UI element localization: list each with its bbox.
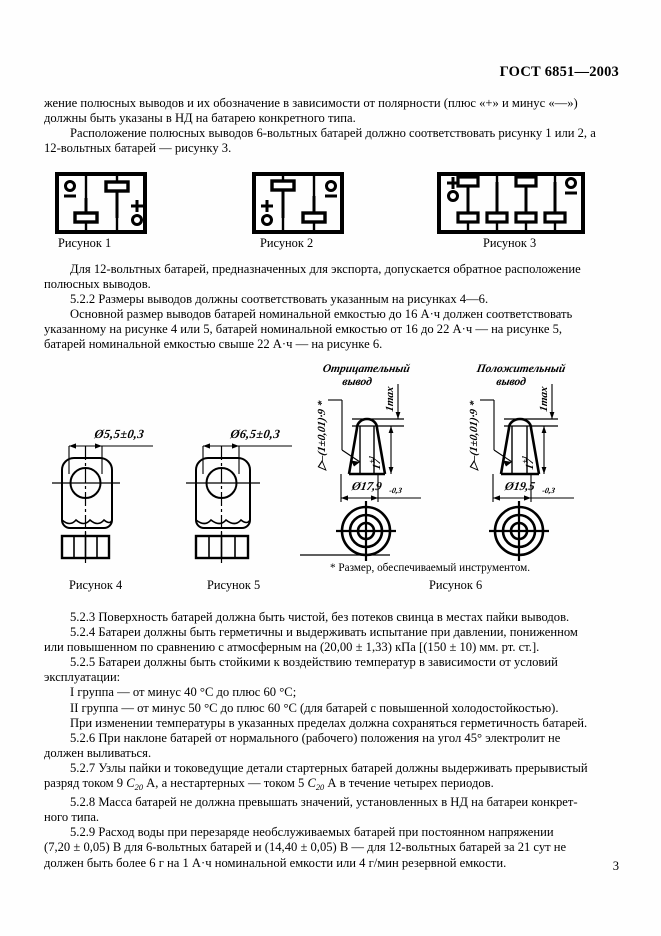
paragraph-line: (7,20 ± 0,05) В для 6-вольтных батарей и…	[44, 840, 567, 855]
paragraph-line: 12-вольтных батарей — рисунку 3.	[44, 141, 232, 156]
paragraph-line: или повышенном по сравнению с атмосферны…	[44, 640, 540, 655]
figure-6-caption: Рисунок 6	[429, 578, 483, 592]
paragraph-line: 5.2.4 Батареи должны быть герметичны и в…	[70, 625, 578, 640]
figure-captions-row-1: Рисунок 1 Рисунок 2 Рисунок 3	[44, 236, 618, 252]
svg-text:▷–(1±0,01)·9 *: ▷–(1±0,01)·9 *	[468, 399, 480, 471]
figure-4-terminal-drawing: Ø5,5±0,3	[52, 424, 178, 564]
intro-paragraphs: жение полюсных выводов и их обозначение …	[44, 96, 618, 156]
paragraph-line: 5.2.7 Узлы пайки и токоведущие детали ст…	[70, 760, 588, 775]
figure-4-caption: Рисунок 4	[69, 578, 123, 592]
figure-6-footnote: * Размер, обеспечиваемый инструментом.	[330, 562, 531, 574]
paragraph-line: При изменении температуры в указанных пр…	[70, 715, 588, 730]
svg-text:▷–(1±0,01)·9 *: ▷–(1±0,01)·9 *	[316, 399, 328, 471]
paragraph-line: 5.2.6 При наклоне батарей от нормального…	[70, 730, 561, 745]
paragraph-line: должен быть более 6 г на 1 А·ч номинальн…	[44, 855, 507, 870]
paragraph-line: Основной размер выводов батарей номиналь…	[70, 307, 573, 322]
section-523-529-paragraphs: 5.2.3 Поверхность батарей должна быть чи…	[44, 610, 618, 871]
svg-text:Ø19,5: Ø19,5	[503, 479, 536, 493]
temperature-group-1: I группа — от минус 40 °С до плюс 60 °С;	[70, 685, 297, 700]
paragraph-line: батарей номинальной емкостью свыше 22 А·…	[44, 337, 383, 352]
svg-text:+1: +1	[367, 455, 376, 465]
svg-text:1max: 1max	[384, 385, 396, 413]
svg-text:Ø5,5±0,3: Ø5,5±0,3	[93, 427, 145, 441]
svg-text:Ø17,9: Ø17,9	[350, 479, 383, 493]
svg-text:Положительный: Положительный	[475, 362, 567, 375]
clause-5-2-7-line2: разряд током 9 C20 А, а нестартерных — т…	[44, 776, 618, 795]
subscript-20: 20	[134, 783, 144, 793]
paragraph-line: 5.2.9 Расход воды при перезаряде необслу…	[70, 825, 554, 840]
page-header-standard-number: ГОСТ 6851—2003	[499, 64, 619, 80]
clause-5-2-2: 5.2.2 Размеры выводов должны соответство…	[70, 292, 489, 307]
text-fragment: А в течение четырех периодов.	[324, 776, 494, 791]
subscript-20: 20	[315, 783, 325, 793]
svg-text:17: 17	[371, 457, 383, 471]
paragraph-line: указанному на рисунке 4 или 5, батарей н…	[44, 322, 563, 337]
svg-text:1max: 1max	[538, 385, 550, 413]
svg-text:-0,3: -0,3	[542, 486, 556, 495]
svg-text:Отрицательный: Отрицательный	[322, 362, 412, 375]
svg-text:17: 17	[524, 457, 536, 471]
paragraph-line: эксплуатации:	[44, 670, 121, 685]
paragraph-line: должны быть указаны в НД на батарею конк…	[44, 111, 356, 126]
clause-5-2-3: 5.2.3 Поверхность батарей должна быть чи…	[70, 610, 570, 624]
paragraph-line: полюсных выводов.	[44, 277, 151, 292]
paragraph-line: жение полюсных выводов и их обозначение …	[44, 96, 578, 110]
paragraph-line: Расположение полюсных выводов 6-вольтных…	[70, 126, 596, 141]
svg-text:-0,3: -0,3	[389, 486, 403, 495]
paragraph-line: должен выливаться.	[44, 745, 152, 760]
figure-1-battery-layout	[55, 172, 147, 234]
svg-text:вывод: вывод	[495, 375, 527, 388]
figure-5-caption: Рисунок 5	[207, 578, 261, 592]
figure-2-battery-layout	[252, 172, 344, 234]
page-number: 3	[612, 859, 619, 873]
figure-6-negative-group: Отрицательный вывод ▷–(1±0,01)·9 *	[316, 362, 421, 561]
svg-text:Ø6,5±0,3: Ø6,5±0,3	[229, 427, 281, 441]
figure-3-caption: Рисунок 3	[483, 236, 537, 250]
paragraph-line: 5.2.5 Батареи должны быть стойкими к воз…	[70, 655, 558, 670]
paragraph-line: 5.2.8 Масса батарей не должна превышать …	[70, 795, 578, 810]
figure-6-positive-group: Положительный вывод ▷–(1±0,01)·9 * 1max	[468, 362, 574, 561]
section-522-paragraphs: Для 12-вольтных батарей, предназначенных…	[44, 262, 618, 353]
figure-6-terminal-posts: Отрицательный вывод ▷–(1±0,01)·9 *	[300, 362, 620, 567]
figure-1-caption: Рисунок 1	[58, 236, 112, 250]
text-fragment: А, а нестартерных — током 5	[143, 776, 308, 791]
figure-5-terminal-drawing: Ø6,5±0,3	[186, 424, 317, 564]
symbol-c20: C	[126, 776, 135, 791]
text-fragment: разряд током 9	[44, 776, 127, 791]
svg-text:+1: +1	[520, 455, 529, 465]
svg-text:вывод: вывод	[341, 375, 373, 388]
symbol-c20: C	[307, 776, 316, 791]
temperature-group-2: II группа — от минус 50 °С до плюс 60 °С…	[70, 700, 559, 715]
figure-2-caption: Рисунок 2	[260, 236, 314, 250]
paragraph-line: Для 12-вольтных батарей, предназначенных…	[70, 262, 581, 276]
figure-captions-row-2: Рисунок 4 Рисунок 5 Рисунок 6	[44, 578, 618, 594]
figure-3-battery-layout	[437, 172, 585, 234]
paragraph-line: ного типа.	[44, 810, 100, 825]
